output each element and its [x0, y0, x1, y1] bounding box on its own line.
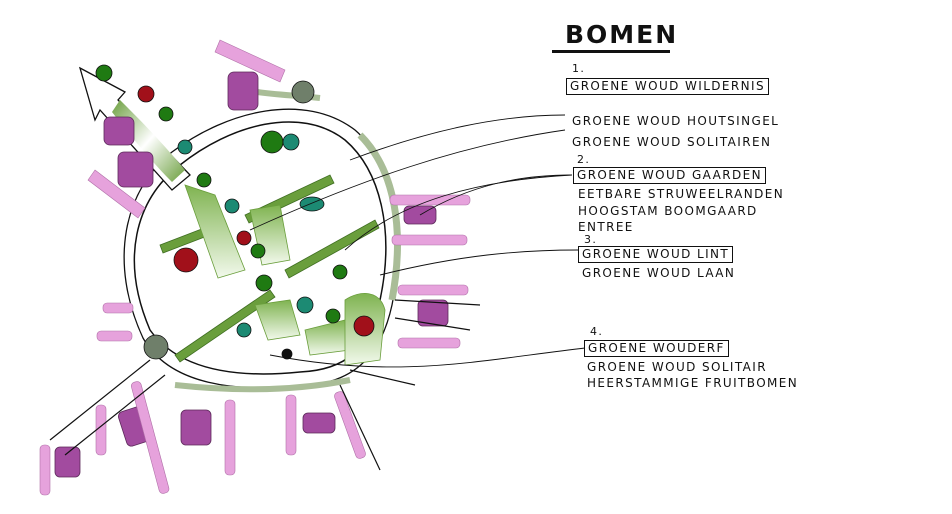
- fruit-tree-icon: [236, 230, 252, 246]
- tree-icon: [282, 133, 300, 151]
- grey-tree-icon: [291, 80, 315, 104]
- group-2-item-3: ENTREE: [578, 220, 634, 234]
- tree-icon: [196, 172, 212, 188]
- group-3-item-1: GROENE WOUD LAAN: [582, 266, 736, 280]
- tree-icon: [95, 64, 113, 82]
- group-1-item-2: GROENE WOUD SOLITAIREN: [572, 135, 772, 149]
- group-1-number: 1.: [572, 62, 586, 75]
- tree-icon: [296, 296, 314, 314]
- group-3-heading: GROENE WOUD LINT: [578, 246, 734, 263]
- group-1-heading: GROENE WOUD WILDERNIS: [566, 78, 769, 95]
- legend-title-underline: [552, 50, 670, 53]
- grey-tree-icon: [143, 334, 169, 360]
- tree-icon: [177, 139, 193, 155]
- group-4-item-2: HEERSTAMMIGE FRUITBOMEN: [587, 376, 799, 390]
- group-2-number: 2.: [577, 153, 591, 166]
- tree-icon: [250, 243, 266, 259]
- tree-icon: [299, 196, 325, 212]
- group-2-item-2: HOOGSTAM BOOMGAARD: [578, 204, 758, 218]
- marker-dot: [281, 348, 293, 360]
- group-2-heading: GROENE WOUD GAARDEN: [573, 167, 766, 184]
- legend-title: BOMEN: [565, 20, 679, 49]
- pink-hedges: [39, 39, 471, 496]
- fruit-tree-icon: [137, 85, 155, 103]
- group-1-item-1: GROENE WOUD HOUTSINGEL: [572, 114, 780, 128]
- leader-lines: [249, 114, 586, 368]
- tree-icon: [158, 106, 174, 122]
- tree-icon: [260, 130, 284, 154]
- fruit-tree-icon: [353, 315, 375, 337]
- roads: [49, 299, 481, 471]
- tree-icon: [236, 322, 252, 338]
- fruit-tree-icon: [173, 247, 199, 273]
- group-4-heading: GROENE WOUDERF: [584, 340, 729, 357]
- tree-icon: [255, 274, 273, 292]
- gradient-strips: [184, 184, 386, 366]
- tree-icon: [325, 308, 341, 324]
- group-4-number: 4.: [590, 325, 604, 338]
- tree-icon: [332, 264, 348, 280]
- trees: [95, 64, 375, 360]
- group-2-item-1: EETBARE STRUWEELRANDEN: [578, 187, 785, 201]
- group-4-item-1: GROENE WOUD SOLITAIR: [587, 360, 767, 374]
- tree-icon: [224, 198, 240, 214]
- group-3-number: 3.: [584, 233, 598, 246]
